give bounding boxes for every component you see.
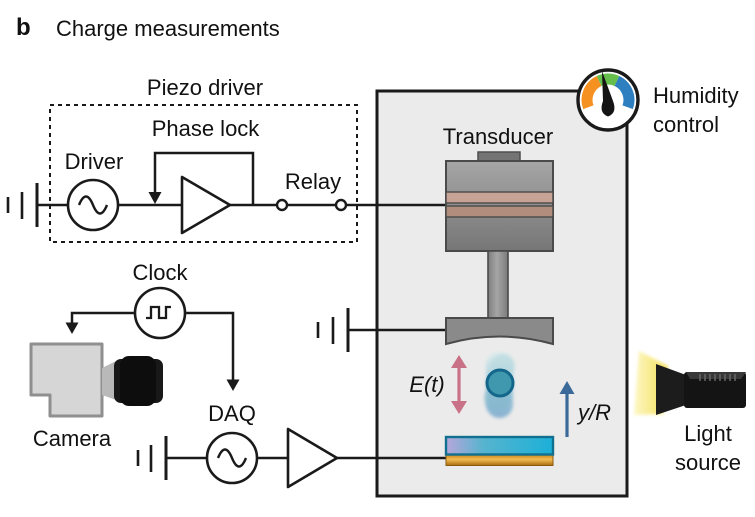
daq-source-icon <box>205 431 259 485</box>
panel-letter: b <box>16 14 31 41</box>
camera-icon <box>29 342 163 418</box>
light-source-label: Light source <box>674 421 742 475</box>
piezo-driver-label: Piezo driver <box>146 75 264 100</box>
horn-plate <box>445 317 554 346</box>
amplifier-icon-piezo <box>180 175 232 235</box>
feedback-arrowhead <box>148 192 162 204</box>
ground-icon-transducer <box>316 308 447 352</box>
e-field-arrow-icon <box>451 355 467 414</box>
driver-label: Driver <box>64 149 124 174</box>
daq-label: DAQ <box>208 401 256 426</box>
driver-source-icon <box>66 178 120 232</box>
phase-lock-loop <box>153 151 255 205</box>
substrate-graphic <box>444 435 555 466</box>
piezo-driver-box <box>49 104 358 243</box>
amplifier-icon-daq <box>286 427 339 489</box>
light-source-icon <box>634 351 746 415</box>
camera-label: Camera <box>32 426 112 451</box>
droplet-icon <box>484 352 515 418</box>
substrate-gold-layer <box>445 454 554 466</box>
humidity-control-label: Humidity control <box>653 83 739 137</box>
figure-title: Charge measurements <box>56 16 280 41</box>
clock-label: Clock <box>132 260 188 285</box>
humidity-gauge-icon <box>576 68 640 132</box>
gauge-needle <box>601 71 615 117</box>
substrate-coated-layer <box>444 435 555 456</box>
piezo-ring-top <box>445 191 554 204</box>
ground-icon-driver <box>6 183 68 227</box>
piezo-ring-bottom <box>445 205 554 218</box>
y-over-r-label: y/R <box>578 400 611 425</box>
relay-contacts-icon <box>230 198 447 212</box>
ground-icon-daq <box>136 436 207 480</box>
y-r-arrow-icon <box>559 381 575 437</box>
e-field-label: E(t) <box>409 372 445 397</box>
clock-icon <box>65 286 240 391</box>
relay-label: Relay <box>284 169 342 194</box>
transducer-label: Transducer <box>442 124 554 149</box>
transducer-graphic <box>445 151 554 346</box>
phase-lock-label: Phase lock <box>151 116 260 141</box>
